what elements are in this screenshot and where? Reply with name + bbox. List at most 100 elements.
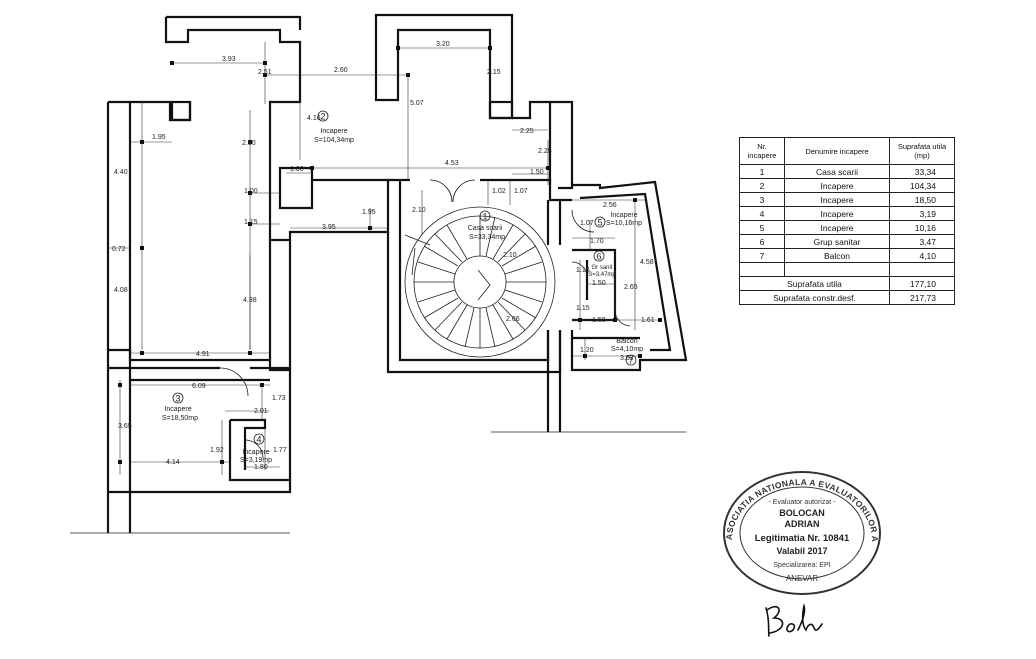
room-name: Incapere xyxy=(164,406,191,413)
evaluator-stamp: ASOCIATIA NATIONALA A EVALUATORILOR AUTO… xyxy=(722,470,881,595)
table-cell: Balcon xyxy=(784,248,890,263)
table-row: 6 Grup sanitar 3,47 xyxy=(739,234,955,249)
room-number: 7 xyxy=(628,356,633,366)
total-built-label: Suprafata constr.desf. xyxy=(739,290,890,305)
dim-label: 1.77 xyxy=(273,447,287,454)
room-number: 4 xyxy=(256,435,261,445)
table-cell: 33,34 xyxy=(889,164,955,179)
stamp-name-2: ADRIAN xyxy=(785,519,820,529)
dim-label: 6.09 xyxy=(192,383,206,390)
room-name: Balcon xyxy=(616,338,638,345)
table-cell: Incapere xyxy=(784,206,890,221)
dim-label: 1.20 xyxy=(580,347,594,354)
dim-label: 1.16 xyxy=(576,267,590,274)
floor-plan: 3.93 2.51 2.60 3.20 2.15 4.16 5.07 1.95 … xyxy=(70,13,688,534)
table-total-built-row: Suprafata constr.desf. 217,73 xyxy=(739,290,955,305)
stamp-license: Legitimatia Nr. 10841 xyxy=(755,533,850,544)
stamp-valid: Valabil 2017 xyxy=(776,546,827,556)
dim-label: 1.50 xyxy=(592,280,606,287)
room-number: 1 xyxy=(482,212,487,222)
stamp-name-1: BOLOCAN xyxy=(779,508,825,518)
dim-label: 2.65 xyxy=(624,284,638,291)
table-cell: 3,19 xyxy=(889,206,955,221)
dim-label: 3.20 xyxy=(436,41,450,48)
svg-text:ASOCIATIA NATIONALA A EVALUATO: ASOCIATIA NATIONALA A EVALUATORILOR AUTO… xyxy=(722,470,880,542)
dim-label: 1.92 xyxy=(210,447,224,454)
room-7-label: 7 Balcon S=4,10mp xyxy=(611,338,643,366)
dim-label: 1.15 xyxy=(576,305,590,312)
table-row: 5 Incapere 10,16 xyxy=(739,220,955,235)
table-cell: Casa scarii xyxy=(784,164,890,179)
room-number: 6 xyxy=(596,252,601,262)
room-name: Incapere xyxy=(610,212,637,219)
room-area: S=33,34mp xyxy=(469,234,505,241)
table-cell: 5 xyxy=(739,220,785,235)
room-6-label: 6 Gr sanit S=3,47mp xyxy=(588,250,616,278)
column-header: Nr. incapere xyxy=(739,137,785,165)
signature xyxy=(765,603,823,637)
dim-label: 1.50 xyxy=(592,317,606,324)
table-cell: 4,10 xyxy=(889,248,955,263)
total-useful-value: 177,10 xyxy=(889,276,955,291)
dim-label: 4.58 xyxy=(640,259,654,266)
dimension-ticks xyxy=(118,46,662,464)
dim-label: 1.80 xyxy=(254,464,268,471)
room-area: S=3,47mp xyxy=(588,272,616,278)
room-area: S=18,50mp xyxy=(162,415,198,422)
table-row: 4 Incapere 3,19 xyxy=(739,206,955,221)
column-header: Suprafata utila (mp) xyxy=(889,137,955,165)
dim-label: 3.95 xyxy=(322,224,336,231)
room-number: 3 xyxy=(175,394,180,404)
walls xyxy=(106,13,688,533)
room-number: 5 xyxy=(597,218,602,228)
area-table: Nr. incapere Denumire incapere Suprafata… xyxy=(739,137,955,305)
table-cell: 6 xyxy=(739,234,785,249)
doors xyxy=(219,179,631,459)
room-2-label: 2 Incapere S=104,34mp xyxy=(314,110,354,144)
dim-label: 2.10 xyxy=(412,207,426,214)
room-area: S=3,19mp xyxy=(240,457,272,464)
room-name: Gr sanit xyxy=(591,265,612,271)
dim-label: 2.10 xyxy=(503,252,517,259)
table-row: 1 Casa scarii 33,34 xyxy=(739,164,955,179)
table-row: 3 Incapere 18,50 xyxy=(739,192,955,207)
table-row: 7 Balcon 4,10 xyxy=(739,248,955,263)
dim-label: 2.60 xyxy=(334,67,348,74)
room-area: S=4,10mp xyxy=(611,346,643,353)
dim-label: 4.38 xyxy=(243,297,257,304)
table-cell: 4 xyxy=(739,206,785,221)
dim-label: 1.70 xyxy=(590,238,604,245)
room-3-label: 3 Incapere S=18,50mp xyxy=(162,392,198,422)
dim-label: 0.72 xyxy=(112,246,126,253)
stamp-top-line: - Evaluator autorizat - xyxy=(769,499,837,506)
dim-label: 1.15 xyxy=(244,219,258,226)
total-built-value: 217,73 xyxy=(889,290,955,305)
table-cell: Incapere xyxy=(784,178,890,193)
dimension-labels: 3.93 2.51 2.60 3.20 2.15 4.16 5.07 1.95 … xyxy=(112,41,655,471)
table-cell: 3,47 xyxy=(889,234,955,249)
room-name: Incapere xyxy=(242,449,269,456)
table-cell: Incapere xyxy=(784,192,890,207)
dim-label: 1.50 xyxy=(530,169,544,176)
table-header-row: Nr. incapere Denumire incapere Suprafata… xyxy=(739,137,955,165)
dim-label: 3.93 xyxy=(222,56,236,63)
column-header: Denumire incapere xyxy=(784,137,890,165)
dim-label: 2.56 xyxy=(603,202,617,209)
dim-label: 3.52 xyxy=(620,355,634,362)
dim-label: 3.65 xyxy=(118,423,132,430)
table-row-empty xyxy=(739,262,955,277)
dim-label: 4.91 xyxy=(196,351,210,358)
room-4-label: 4 Incapere S=3,19mp xyxy=(240,433,272,464)
dim-label: 1.61 xyxy=(641,317,655,324)
table-cell: 7 xyxy=(739,248,785,263)
dim-label: 4.53 xyxy=(445,160,459,167)
stamp-org: ANEVAR xyxy=(786,574,819,583)
table-cell: Grup sanitar xyxy=(784,234,890,249)
dim-label: 1.00 xyxy=(244,188,258,195)
dim-label: 1.00 xyxy=(290,166,304,173)
outline-lines xyxy=(70,431,686,534)
room-number: 2 xyxy=(320,112,325,122)
dim-label: 4.14 xyxy=(166,459,180,466)
dimension-lines xyxy=(108,42,660,475)
table-cell: 2 xyxy=(739,178,785,193)
